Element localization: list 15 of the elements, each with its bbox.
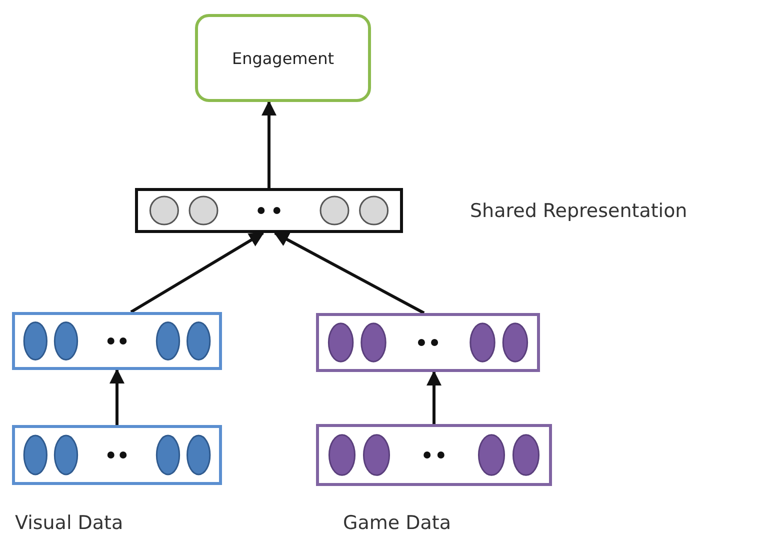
arrow [426, 370, 442, 424]
output-box [195, 14, 371, 102]
layer-caption: Visual Data [15, 512, 124, 534]
arrow [110, 368, 124, 425]
neuron-layer-box [12, 425, 222, 485]
neuron-layer-box [135, 188, 403, 233]
neuron-layer-box [12, 312, 222, 370]
neuron-layer-box [316, 424, 552, 486]
node-label: Engagement [232, 48, 334, 68]
layer-caption: Game Data [343, 512, 451, 534]
arrow [274, 232, 425, 314]
neuron-layer-box [316, 313, 540, 372]
layer-caption: Shared Representation [470, 200, 688, 222]
arrow [130, 232, 264, 314]
arrow [262, 100, 276, 188]
